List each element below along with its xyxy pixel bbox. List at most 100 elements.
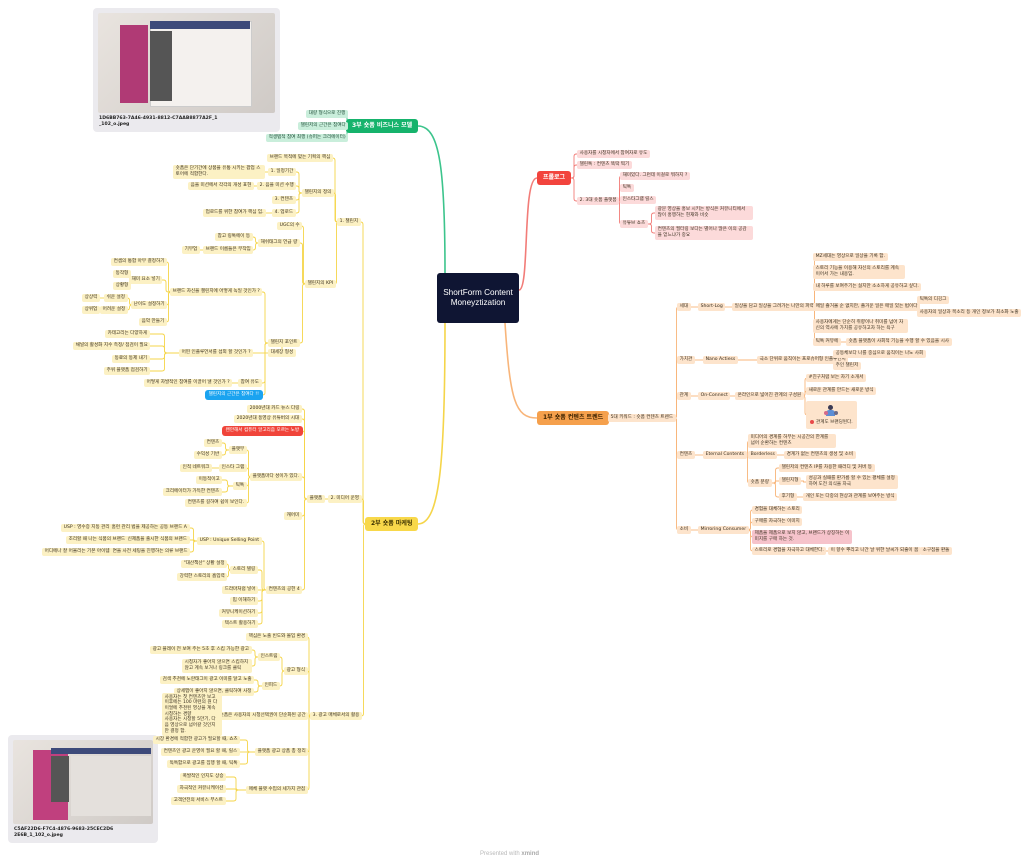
topic-node[interactable]: 홈런 관리 법을 제공하는 공동 브랜드 A [109, 523, 190, 533]
topic-node[interactable]: 텍스트 활용하기 [222, 619, 259, 629]
topic-node[interactable]: 챌린지의 근간은 참여다 !! [206, 390, 262, 400]
topic-node[interactable]: 2020년대 동영상 유튜버의 시대 [234, 414, 302, 424]
topic-node[interactable]: "대산책산" 상황 설정 [181, 559, 228, 569]
topic-node[interactable]: 음악 만들기 [139, 317, 167, 327]
topic-node[interactable]: 사용자는 첫 컨텐츠만 보고 이후에는 100 마련의 뭔 다이얼에 추천된 영… [162, 693, 222, 720]
topic-node[interactable]: 새로운 관계를 만드는 새로운 방식 [806, 386, 877, 396]
topic-node[interactable]: 구매를 자극하는 이미지 [752, 517, 803, 527]
topic-node[interactable]: 5대 키워드 : 숏폼 컨텐츠 트렌드 [608, 413, 676, 423]
topic-node[interactable]: #친구처럼 보는 자기 소개서 [806, 373, 866, 383]
topic-node[interactable]: 컨텐츠를 길하여 쉽이 보인다. [185, 498, 247, 508]
topic-node[interactable]: 컨텐츠 [677, 450, 695, 460]
topic-node[interactable]: UGC의 수 [277, 221, 303, 231]
topic-node[interactable]: 소구점을 판돌 [920, 546, 953, 556]
central-topic[interactable]: ShortForm Content Moneyztization [437, 273, 519, 323]
topic-node[interactable]: 수익성 기반 [194, 450, 222, 460]
topic-node[interactable]: 사용자에게는 단순히 취향이나 취미를 넘어 자신의 역사에 가치를 공유하고자… [813, 318, 908, 334]
topic-node[interactable]: 플랫폼 광고 상품 총 정리 [255, 747, 309, 757]
topic-node[interactable]: 상위업 [82, 305, 100, 315]
topic-node[interactable]: 쉬운 설정 [104, 293, 128, 303]
topic-node[interactable]: 대세장 형성 [268, 348, 296, 358]
topic-node[interactable]: 온라인으로 넓어진 관계의 구성원 [735, 391, 804, 401]
topic-node[interactable]: 2000년대 카드 뉴스 다링 [247, 404, 303, 414]
topic-node[interactable]: 사용자의 일상과 목소리 등 개인 정보가 최소화 노출 [917, 308, 1022, 318]
topic-node[interactable]: 챌린저의 근간은 참여다 [298, 121, 349, 131]
topic-node[interactable]: 숏폼 분량 [748, 478, 772, 488]
topic-node[interactable]: 스토리 텔링 [230, 565, 258, 575]
topic-node[interactable]: 인스트림 [258, 652, 281, 662]
topic-node[interactable]: 내 하루를 보여주기는 싫지만 소소하게 공유하고 싶다. [813, 282, 922, 292]
topic-node[interactable]: 인스타그램 릴스 [620, 195, 657, 205]
topic-node[interactable]: 카테고리는 다양하게 [105, 329, 150, 339]
topic-node[interactable]: 면을 사전 세팅을 진행하는 의류 브랜드 [110, 547, 191, 557]
topic-node[interactable]: 숏폼은 단기간에 상품을 유통 시키는 팝업 스토어에 적합한다. [173, 164, 265, 180]
topic-node[interactable]: MZ세대는 영상으로 일상을 기록 함. [813, 252, 888, 262]
topic-node[interactable]: 숏폼 플랫폼이 사회적 기능을 수행 할 수 있음을 시사 [846, 337, 952, 347]
topic-node[interactable]: 가치관 [677, 355, 695, 365]
topic-node[interactable]: 3. 광고 매체로서의 활용 [310, 711, 362, 721]
topic-node[interactable]: 시장 환경에 적합한 광고가 필요할 때, 쇼츠 [153, 735, 241, 745]
topic-node[interactable]: 1. 일정기간 [268, 167, 296, 177]
topic-node[interactable]: 1. 챌린지 [337, 217, 361, 227]
topic-node[interactable]: 드라마처럼 넣어 [222, 585, 259, 595]
topic-node[interactable]: 왠만해서 컴퓨터 알고리즘 모르는 노방 [223, 426, 302, 436]
topic-node[interactable]: 브랜드 이름들은 무작임 [203, 245, 254, 255]
topic-node[interactable]: Borderless [748, 450, 778, 460]
topic-node[interactable]: 재미있다. 그런데 이걸로 뭐하지 ? [620, 171, 690, 181]
topic-node[interactable]: 플랫폼마다 성이가 있다. [250, 472, 302, 482]
topic-node[interactable]: Nano Actiess [703, 355, 738, 365]
attached-image-top[interactable]: 1D6BB763-7A46-4931-8812-C7AAB8877A2F_1_1… [93, 8, 280, 132]
main-topic-r0[interactable]: 프롤로그 [537, 171, 572, 185]
topic-node[interactable]: 커뮤니케이션하기 [219, 608, 258, 618]
topic-node[interactable]: 광고 형식 [284, 666, 308, 676]
topic-node[interactable]: USP : 영수증 지동 관리 [61, 523, 113, 533]
topic-node[interactable]: 2. 3대 숏폼 플랫폼 [577, 196, 620, 206]
topic-node[interactable]: 신제품을 출시한 식품의 브랜드 [125, 535, 190, 545]
topic-node[interactable]: 어떤 인플루언서를 섭외 할 것인가 ? [179, 348, 254, 358]
topic-node[interactable]: 틱톡 [620, 183, 634, 193]
topic-node[interactable]: 4. 업로드 [272, 208, 296, 218]
topic-node[interactable]: 해쉬태그의 언급 량 [258, 238, 300, 248]
topic-node[interactable]: 브랜드 목적에 맞는 기획의 핵심 [267, 153, 333, 163]
topic-node[interactable]: 어떻게 자발적인 참여를 이끌어 낼 것인가 ? [144, 378, 233, 388]
topic-node[interactable]: Eternal Contents [703, 450, 747, 460]
topic-node[interactable]: 대량 형식으로 진행 [306, 109, 348, 119]
topic-node[interactable]: 사용자를 시청자에서 참여자로 유도 [577, 149, 650, 159]
topic-node[interactable]: 챌린지 포인트 [268, 338, 301, 348]
topic-node[interactable]: 챌린지형 [779, 476, 802, 486]
topic-node[interactable]: Mirroring Consumer [698, 525, 749, 535]
topic-node[interactable]: 틱톡 [233, 481, 247, 491]
topic-node[interactable]: USP : Unique Selling Point [197, 536, 262, 546]
topic-node[interactable]: 컨셉의 통합 아무 결정하기 [111, 257, 168, 267]
topic-node[interactable]: 컨텐츠 [204, 438, 222, 448]
topic-node[interactable]: 어디에나 잘 어울리는 기본 아이템 [42, 547, 113, 557]
topic-node[interactable]: 소비 [677, 525, 691, 535]
topic-node[interactable]: 인스타 그램 [219, 463, 247, 473]
topic-node[interactable]: 관계 [677, 391, 691, 401]
topic-node[interactable]: 극소 단위로 움직이는 프로슈머형 인플루언서 [757, 355, 849, 365]
topic-node[interactable]: 일상을 담고 일상을 그려가는 나만의 파력 [732, 302, 817, 312]
topic-node[interactable]: 미디어의 경계를 허무는 시공간의 한계를 넘어 순환하는 컨텐츠 [748, 433, 836, 449]
topic-node[interactable]: 강력한 스토리의 흡입력 [177, 572, 228, 582]
topic-node[interactable]: 참고 링톡에이 등 [215, 232, 253, 242]
attached-image-bottom[interactable]: C5AF22D6-F7C4-4876-9683-25CEC2D62E6B_1_1… [8, 735, 158, 843]
topic-node[interactable]: 경계가 없는 컨텐츠의 생성 및 소비 [784, 450, 856, 460]
topic-node[interactable]: 챌린저의 컨텐츠 IP를 차용한 패러디 및 커버 등 [779, 463, 875, 473]
topic-node[interactable]: 제품을 제품으로 보지 않고, 브랜드가 상징하는 이미지를 구매 하는 것. [752, 529, 852, 545]
topic-node[interactable]: 동료의 동제 내기 [112, 354, 150, 364]
topic-node[interactable]: 기무업 [182, 245, 200, 255]
topic-node[interactable]: 컨텐츠의 공헌 4 [266, 585, 303, 595]
topic-node[interactable]: 컨텐츠의 필터링 보다는 별어나 많은 이의 공감을 얻느냐가 중요 [655, 225, 753, 241]
topic-node[interactable]: 후기형 [779, 492, 797, 502]
main-topic-g0[interactable]: 3부 숏폼 비즈니스 모델 [346, 119, 419, 133]
topic-node[interactable]: 공동체보다 나를 중심으로 움직이는 나노 사회 [833, 349, 926, 359]
topic-node[interactable]: 매체 플랫 수입의 세가지 관점 [246, 785, 308, 795]
topic-node[interactable]: 크리에이터가 가득한 컨텐츠 [163, 487, 222, 497]
topic-node[interactable]: 동작형 [113, 269, 131, 279]
topic-node[interactable]: 브랜드 자신을 챌린지에 어떻게 녹일 것인가 ? [170, 287, 263, 297]
topic-node[interactable]: 인피드 [262, 681, 280, 691]
topic-node[interactable]: 유튜브 쇼츠 [620, 219, 648, 229]
topic-node[interactable]: 고객안전의 서비스 부스트 [171, 796, 226, 806]
topic-node[interactable]: 어려운 설정 [100, 305, 128, 315]
topic-node[interactable]: 조리할 때 나는 식품의 브랜드 [66, 535, 128, 545]
